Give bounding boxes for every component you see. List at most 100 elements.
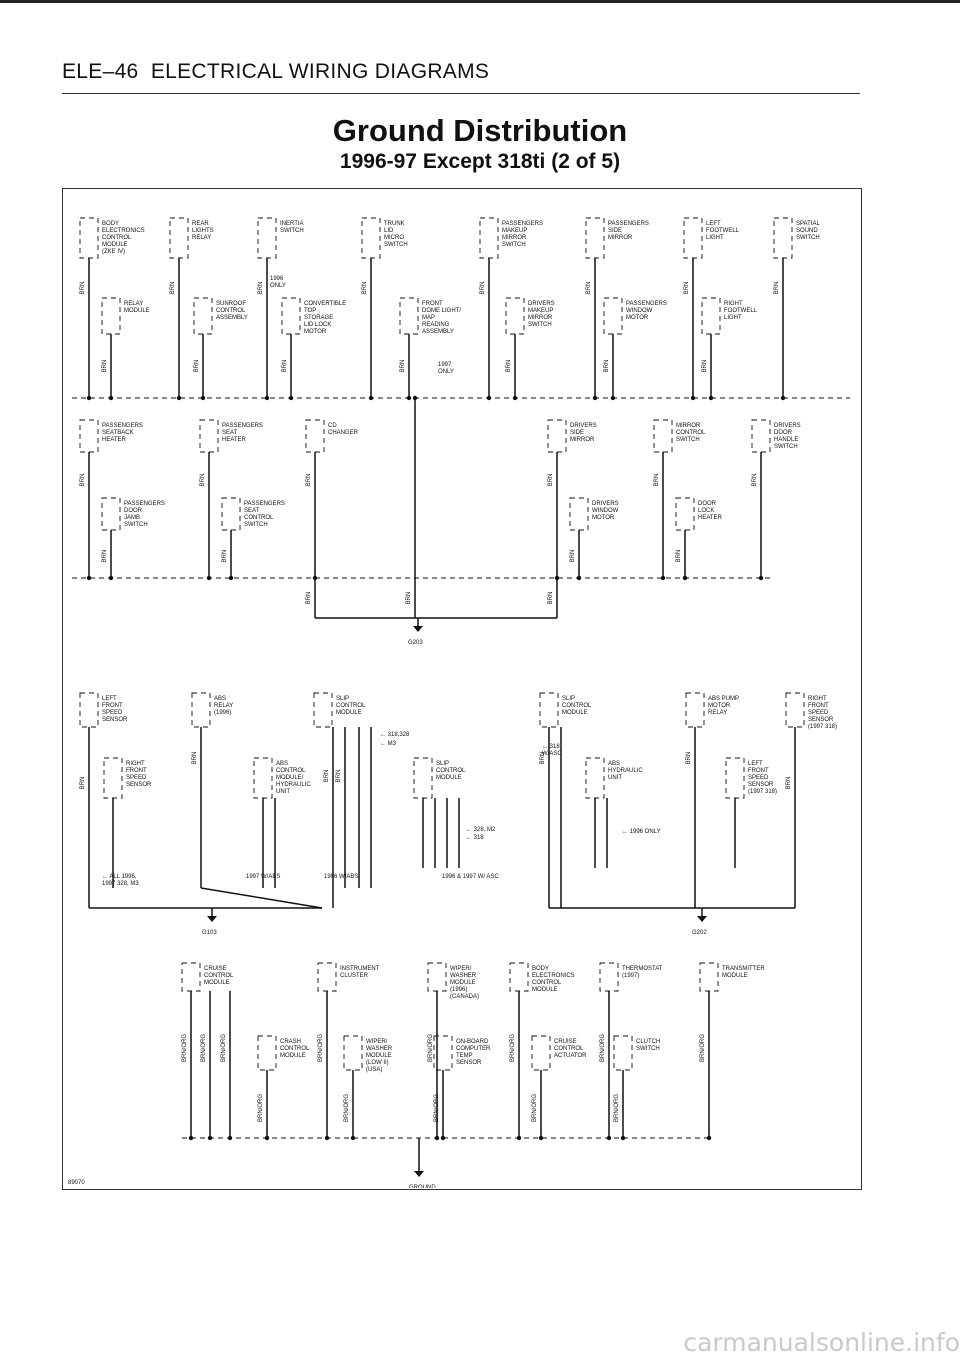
component-r2-5-label: DOOR — [774, 430, 793, 436]
splice-dot — [324, 1135, 330, 1141]
splice-dot — [610, 395, 616, 401]
component-r4-1-label: INSTRUMENT — [340, 966, 380, 972]
component-r3b-0-box — [103, 757, 123, 799]
component-r3b-2-label: CONTROL — [436, 768, 466, 774]
section-title: ELECTRICAL WIRING DIAGRAMS — [150, 60, 490, 83]
page-code: ELE–46 — [62, 60, 139, 83]
wire-color-label: BRN — [506, 360, 512, 373]
component-r3-3-label: SLIP — [562, 696, 575, 702]
component-r1b-2-label: CONVERTIBLE — [304, 301, 346, 307]
component-r1b-1-label: ASSEMBLY — [216, 315, 248, 321]
wire-color-label: BRN — [570, 550, 576, 563]
component-r4-0-box — [181, 962, 201, 992]
component-r2b-3-label: LOCK — [698, 508, 714, 514]
wire-color-label: BRN — [786, 777, 792, 790]
component-r4b-1-box — [343, 1035, 363, 1071]
component-r3b-1-label: UNIT — [276, 789, 290, 795]
component-r2-4-label: MIRROR — [676, 423, 701, 429]
top-border — [0, 0, 960, 3]
wire-color-label: BRN — [480, 282, 486, 295]
wire-color-label: BRN — [80, 282, 86, 295]
component-r4-0-label: MODULE — [204, 980, 230, 986]
page-header: ELE–46 ELECTRICAL WIRING DIAGRAMS — [62, 60, 489, 84]
component-r3-4-box — [685, 692, 705, 728]
component-r2b-0-label: SWITCH — [124, 522, 148, 528]
ground-symbol — [207, 916, 217, 922]
wire-color-label: BRN/ORG — [344, 1094, 350, 1122]
component-r1b-5-label: PASSENGERS — [626, 301, 667, 307]
wire-color-label: BRN — [684, 282, 690, 295]
component-r1b-3-label: DOME LIGHT/ — [422, 308, 461, 314]
component-r1-7-label: SPATIAL — [796, 221, 820, 227]
component-r4-2-label: MODULE — [450, 980, 476, 986]
component-r1-6-box — [683, 217, 703, 259]
splice-dot — [620, 1135, 626, 1141]
component-r2b-1-label: SEAT — [244, 508, 260, 514]
component-r2b-3-label: HEATER — [698, 515, 723, 521]
component-r1-3-label: TRUNK — [384, 221, 405, 227]
splice-dot — [207, 1135, 213, 1141]
component-r1b-0-box — [101, 297, 121, 335]
note-label: ← 328, M2 — [466, 827, 496, 833]
wire-color-label: BRN — [676, 550, 682, 563]
component-r1b-6-box — [701, 297, 721, 335]
component-r1-7-label: SWITCH — [796, 235, 820, 241]
splice-dot — [434, 1135, 440, 1141]
component-r1b-3-label: MAP — [422, 315, 435, 321]
component-r1b-1-label: CONTROL — [216, 308, 246, 314]
component-r1b-4-label: MIRROR — [528, 315, 553, 321]
component-r3b-1-label: HYDRAULIC — [276, 782, 311, 788]
wire-color-label: BRN — [336, 770, 342, 783]
component-r4-3-label: BODY — [532, 966, 549, 972]
component-r2-5-label: HANDLE — [774, 437, 798, 443]
wire-color-label: BRN/ORG — [614, 1094, 620, 1122]
splice-dot — [576, 575, 582, 581]
splice-dot — [512, 395, 518, 401]
component-r3b-4-label: SENSOR — [748, 782, 774, 788]
component-r3-0-label: LEFT — [102, 696, 117, 702]
component-r3-5-label: SPEED — [808, 710, 829, 716]
wire-color-label: BRN — [362, 282, 368, 295]
wire-color-label: BRN/ORG — [532, 1094, 538, 1122]
component-r3-1-label: (1996) — [214, 710, 231, 716]
component-r2b-1-label: PASSENGERS — [244, 501, 285, 507]
splice-dot — [554, 575, 560, 581]
note-label: 1997 W/ABS — [246, 874, 280, 880]
wire-color-label: BRN — [400, 360, 406, 373]
splice-dot — [228, 575, 234, 581]
component-r1b-4-label: SWITCH — [528, 322, 552, 328]
component-r2b-1-label: SWITCH — [244, 522, 268, 528]
component-r1-4-label: MAKEUP — [502, 228, 527, 234]
splice-dot — [86, 575, 92, 581]
component-r1b-4-label: DRIVERS — [528, 301, 555, 307]
note-label: ← 318 — [542, 744, 560, 750]
wire-color-label: BRN — [324, 770, 330, 783]
note-label: ← 1996 ONLY — [622, 829, 661, 835]
splice-dot — [368, 395, 374, 401]
wire-color-label: BRN — [686, 752, 692, 765]
component-r3-3-label: CONTROL — [562, 703, 592, 709]
component-r1-0-box — [79, 217, 99, 259]
wire-color-label: BRN — [200, 474, 206, 487]
component-r2-2-box — [305, 419, 325, 453]
component-r4b-1-label: (LOW II) — [366, 1060, 389, 1066]
splice-dot — [690, 395, 696, 401]
component-r3b-1-label: CONTROL — [276, 768, 306, 774]
component-r4-5-box — [699, 962, 719, 992]
splice-dot — [706, 1135, 712, 1141]
wire-color-label: BRN — [548, 474, 554, 487]
component-r1b-1-box — [193, 297, 213, 335]
note-label: ONLY — [438, 369, 454, 375]
wire-color-label: BRN — [170, 282, 176, 295]
component-r1-5-box — [585, 217, 605, 259]
component-r1b-1-label: SUNROOF — [216, 301, 246, 307]
component-r4-2-label: (CANADA) — [450, 994, 479, 1000]
wire-color-label: BRN/ORG — [700, 1034, 706, 1062]
component-r3-5-box — [785, 692, 805, 728]
component-r1-2-label: SWITCH — [280, 228, 304, 234]
component-r1-2-box — [257, 217, 277, 259]
splice-dot — [264, 395, 270, 401]
splice-dot — [406, 395, 412, 401]
wire-color-label: BRN/ORG — [318, 1034, 324, 1062]
component-r4-2-label: (1996) — [450, 987, 467, 993]
